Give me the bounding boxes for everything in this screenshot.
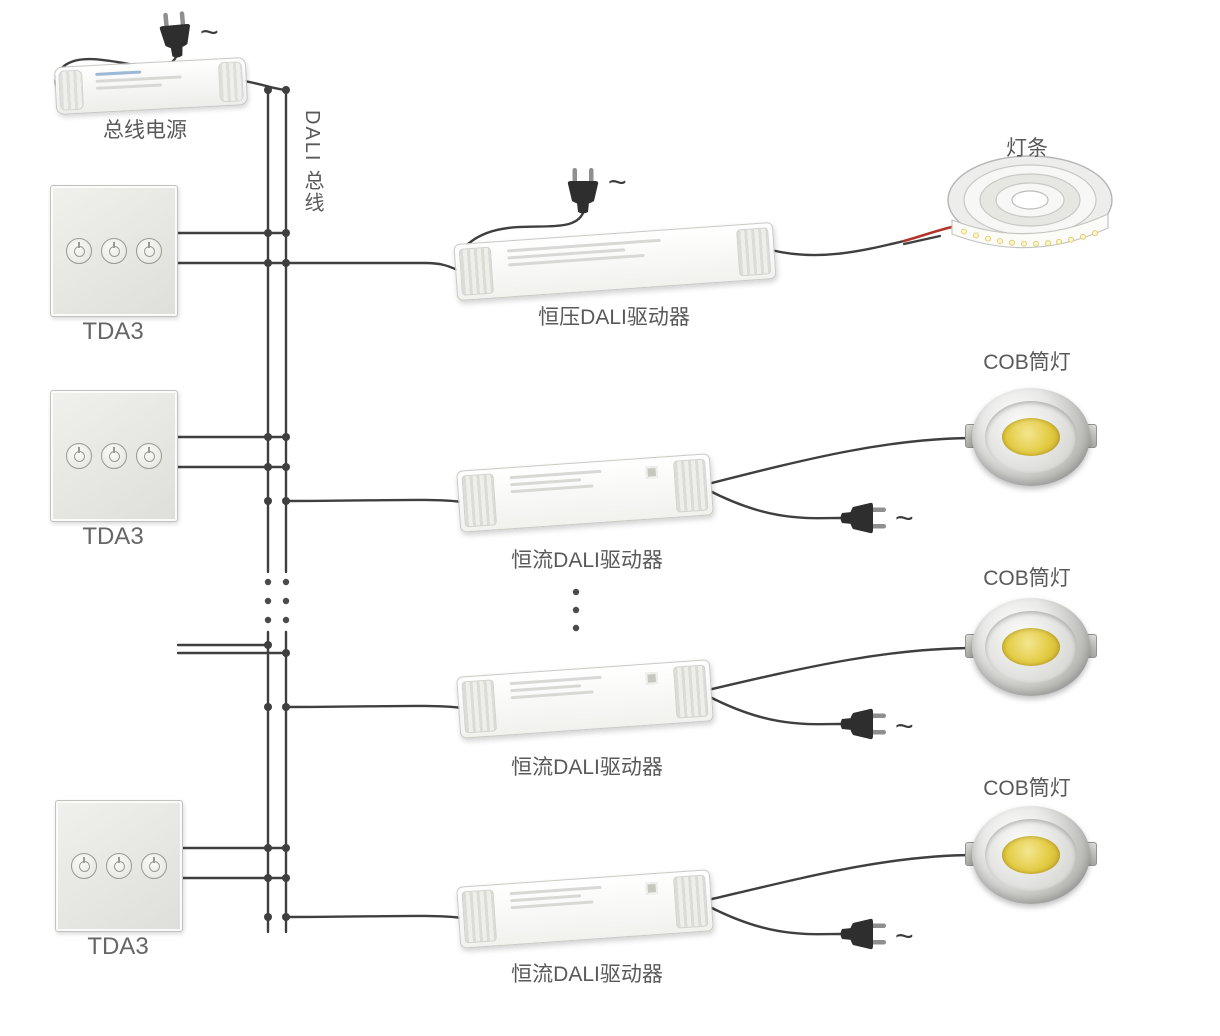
terminal-block [736,227,772,277]
terminal-block [461,679,498,734]
psu-label-area [85,60,217,113]
cc-driver-label: 恒流DALI驱动器 [511,549,663,572]
cv-driver-label: 恒压DALI驱动器 [538,306,690,329]
print-line [95,70,142,76]
terminal-block [461,473,498,528]
ac-symbol: ~ [895,708,914,744]
dali-bus-lines [266,88,288,934]
led-dots [961,228,1098,247]
downlight-reflector [985,819,1077,891]
junction-dots [264,86,290,921]
ac-symbol: ~ [895,500,914,536]
cob-downlight [965,598,1097,696]
strip-label: 灯条 [1006,137,1048,160]
power-plug-icon [840,502,886,534]
branch-continuation-dots [572,588,580,632]
power-plug-icon [840,918,886,950]
downlight-rim [972,388,1090,486]
terminal-block [217,61,244,103]
tda3-panel [55,800,183,932]
power-plug-icon [158,10,193,59]
downlight-rim [972,806,1090,904]
power-supply-label: 总线电源 [103,119,187,142]
touch-button-icon [101,238,127,264]
panel-label: TDA3 [87,933,149,960]
tda3-panel [50,390,178,522]
terminal-block [461,889,498,944]
touch-button-icon [66,238,92,264]
panel-label: TDA3 [82,318,144,345]
touch-button-icon [71,853,97,879]
print-line [95,83,163,90]
power-plug-icon [840,708,886,740]
cob-downlight [965,388,1097,486]
downlight-label: COB筒灯 [983,351,1071,374]
downlight-label: COB筒灯 [983,567,1071,590]
terminal-block [672,664,709,719]
downlight-rim [972,598,1090,696]
terminal-block [672,458,709,513]
driver-label-area [497,873,673,945]
touch-button-icon [136,238,162,264]
cc-driver-label: 恒流DALI驱动器 [511,963,663,986]
ac-symbol: ~ [200,14,219,50]
tda3-panel [50,185,178,317]
print-line [509,885,602,896]
print-line [510,690,594,700]
qr-code-icon [645,671,659,685]
bus-continuation-dots [264,578,290,624]
panel-label: TDA3 [82,523,144,550]
print-line [509,469,602,480]
cob-downlight [965,806,1097,904]
cob-led-chip [1002,628,1060,666]
qr-code-icon [645,465,659,479]
touch-button-icon [141,853,167,879]
cob-led-chip [1002,836,1060,874]
cob-led-chip [1002,418,1060,456]
cc-driver-label: 恒流DALI驱动器 [511,756,663,779]
terminal-block [458,246,494,296]
dali-bus-label: DALI 总线 [301,110,323,215]
touch-button-icon [101,443,127,469]
power-plug-icon [567,168,599,214]
terminal-block [672,874,709,929]
touch-button-icon [106,853,132,879]
print-line [510,900,594,910]
ac-symbol: ~ [608,164,627,200]
touch-button-icon [66,443,92,469]
downlight-label: COB筒灯 [983,777,1071,800]
driver-label-area [497,457,673,529]
qr-code-icon [645,881,659,895]
ac-symbol: ~ [895,918,914,954]
terminal-block [58,69,85,111]
bus-power-supply [53,57,249,115]
driver-label-area [497,663,673,735]
led-strip-coil [947,155,1113,249]
downlight-reflector [985,401,1077,473]
print-line [95,75,182,83]
print-line [510,484,594,494]
downlight-reflector [985,611,1077,683]
print-line [509,675,602,686]
touch-button-icon [136,443,162,469]
